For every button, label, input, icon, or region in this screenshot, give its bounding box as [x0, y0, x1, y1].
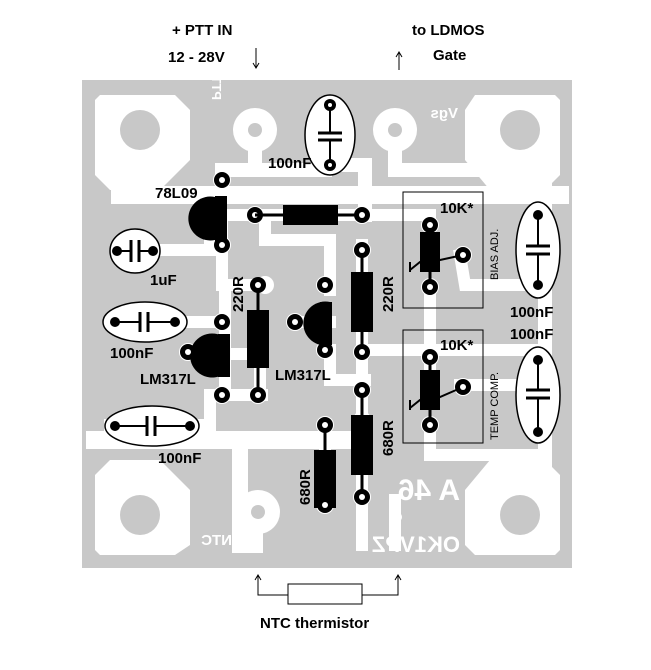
ntc-thermistor: NTC thermistor	[254, 574, 402, 632]
mounting-hole-bottom-left	[95, 460, 190, 555]
cap-1uf	[109, 228, 161, 274]
label-220r-left: 220R	[230, 276, 247, 312]
label-100nf-right-bot: 100nF	[510, 326, 553, 343]
mounting-hole-top-left	[95, 95, 190, 190]
label-100nf-left-bot: 100nF	[158, 450, 201, 467]
arrow-ptt-down	[252, 48, 260, 69]
label-lm317-left: LM317L	[140, 371, 196, 388]
pcb-text-ntc: NTC	[201, 532, 232, 549]
component-labels: 78L09 1uF 100nF 100nF 100nF LM317L LM317…	[110, 155, 553, 505]
resistor-680r-right	[351, 382, 373, 505]
label-100nf-left-mid: 100nF	[110, 345, 153, 362]
reg-lm317-left-body	[180, 314, 230, 403]
arrow-ldmos-up	[395, 51, 403, 70]
label-pot-temp-value: 10K*	[440, 337, 474, 354]
connector-pads	[233, 108, 417, 534]
cap-100nf-right-top	[515, 201, 561, 299]
label-100nf-top: 100nF	[268, 155, 311, 172]
pad-vgs	[373, 108, 417, 152]
cap-100nf-right-bottom	[515, 346, 561, 444]
label-pot-bias: BIAS ADJ.	[489, 229, 501, 280]
pcb-text-ptt: PTT +	[209, 64, 224, 100]
label-100nf-right-top: 100nF	[510, 304, 553, 321]
pad-ntc-left	[236, 490, 280, 534]
top-labels: + PTT IN 12 - 28V to LDMOS Gate	[168, 22, 485, 70]
label-lm317-right: LM317L	[275, 367, 331, 384]
resistor-220r-right	[351, 242, 373, 360]
cap-100nf-left-mid	[102, 301, 188, 343]
cap-100nf-top	[304, 94, 356, 176]
pcb-silkscreen: PTT + Vgs NTC A 46 OK1VPZ	[201, 64, 460, 557]
mounting-hole-bottom-right	[465, 460, 560, 555]
pcb-callsign: OK1VPZ	[372, 532, 460, 557]
label-680r-right: 680R	[380, 420, 397, 456]
label-220r-right: 220R	[380, 276, 397, 312]
label-1uf: 1uF	[150, 272, 177, 289]
label-680r-left: 680R	[297, 469, 314, 505]
resistor-680r-left	[314, 417, 336, 513]
pcb-text-vgs: Vgs	[430, 105, 458, 122]
label-ldmos-line1: to LDMOS	[412, 22, 485, 39]
pad-ntc-right	[392, 512, 402, 522]
resistor-220r-left	[247, 277, 269, 403]
label-ptt-line1: + PTT IN	[172, 22, 232, 39]
label-ntc-thermistor: NTC thermistor	[260, 615, 369, 632]
label-78l09: 78L09	[155, 185, 198, 202]
mounting-holes	[95, 95, 560, 555]
pot-temp	[402, 329, 484, 444]
label-pot-temp: TEMP COMP.	[489, 372, 501, 440]
cap-100nf-left-bottom	[104, 405, 200, 447]
reg-lm317-right-body	[287, 277, 333, 358]
label-pot-bias-value: 10K*	[440, 200, 474, 217]
label-ptt-line2: 12 - 28V	[168, 49, 225, 66]
pcb-board-id: A 46	[398, 474, 460, 507]
resistor-top-horizontal	[255, 205, 370, 225]
mounting-hole-top-right	[465, 95, 560, 190]
label-ldmos-line2: Gate	[433, 47, 466, 64]
pot-bias	[402, 191, 484, 309]
pad-ptt	[233, 108, 277, 152]
